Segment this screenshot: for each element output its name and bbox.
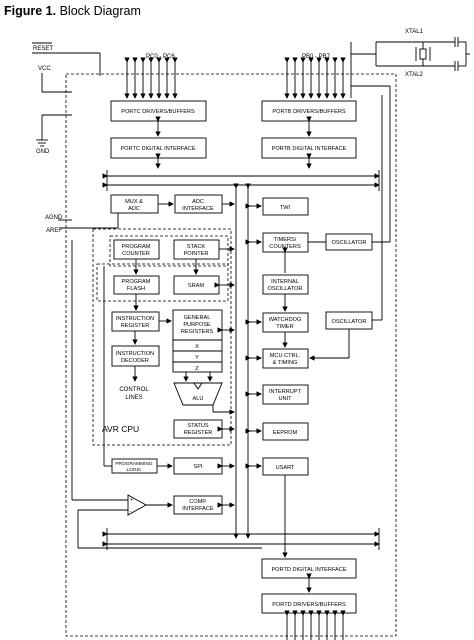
program-counter-block	[113, 239, 160, 260]
comparator-minus: -	[130, 509, 132, 515]
timers-label-1: TIMERS/	[274, 237, 297, 243]
timers-label-2: COUNTERS	[269, 244, 301, 250]
register-y-label: Y	[195, 355, 199, 361]
portc-drivers-label: PORTC DRIVERS/BUFFERS	[121, 109, 195, 115]
oscillator-1-label: OSCILLATOR	[332, 240, 367, 246]
gnd-pin-label: GND	[36, 149, 50, 155]
control-lines-label-1: CONTROL	[119, 387, 149, 393]
pc-sp-group	[109, 235, 229, 267]
sram-label: SRAM	[188, 283, 205, 289]
register-z-label: Z	[195, 366, 199, 372]
portd-pins	[284, 610, 346, 640]
gp-registers-label-1: GENERAL	[184, 315, 211, 321]
mcu-control-label-2: & TIMING	[273, 360, 298, 366]
aref-pin-label: AREF	[46, 228, 62, 234]
register-x-label: X	[195, 344, 199, 350]
adc-interface-label-2: INTERFACE	[182, 206, 214, 212]
xtal2-pin-label: XTAL2	[405, 72, 424, 78]
figure-title: Figure 1. Block Diagram	[4, 4, 141, 18]
instruction-decoder-label-2: DECODER	[121, 358, 149, 364]
agnd-pin-label: AGND	[45, 215, 63, 221]
vcc-pin-label: VCC	[38, 66, 51, 72]
program-flash-label-1: PROGRAM	[122, 279, 151, 285]
mcu-control-block	[262, 348, 309, 369]
instruction-register-label-2: REGISTER	[121, 323, 150, 329]
twi-label: TWI	[280, 205, 291, 211]
reset-pin-label: RESET	[33, 46, 53, 52]
eeprom-label: EEPROM	[273, 430, 298, 436]
twi-block	[262, 197, 309, 216]
figure-label: Figure 1.	[4, 4, 57, 18]
programming-logic-label-1: PROGRAMMING	[115, 461, 153, 467]
gp-registers-label-2: PURPOSE	[183, 322, 211, 328]
internal-osc-label-1: INTERNAL	[271, 279, 299, 285]
watchdog-timer-block	[262, 312, 309, 333]
status-register-label-1: STATUS	[187, 423, 209, 429]
portb-pins	[284, 57, 346, 99]
internal-osc-label-2: OSCILLATOR	[268, 286, 303, 292]
interrupt-unit-block	[262, 384, 309, 405]
stack-pointer-block	[173, 239, 220, 260]
interrupt-label-2: UNIT	[278, 396, 292, 402]
status-register-label-2: REGISTER	[184, 430, 213, 436]
programming-logic-label-2: LOGIC	[127, 467, 142, 473]
instruction-register-label-1: INSTRUCTION	[116, 316, 154, 322]
adc-interface-label-1: ADC	[192, 199, 204, 205]
portc-pins	[124, 57, 178, 99]
comparator-shape	[127, 494, 147, 516]
cpu-boundary	[92, 228, 232, 446]
spi-label: SPI	[193, 464, 202, 470]
control-lines-label-2: LINES	[125, 395, 142, 401]
portd-digital-label: PORTD DIGITAL INTERFACE	[271, 567, 346, 573]
avr-cpu-label: AVR CPU	[102, 424, 139, 434]
alu-label: ALU	[193, 396, 204, 402]
program-flash-label-2: FLASH	[127, 286, 145, 292]
portc-digital-label: PORTC DIGITAL INTERFACE	[120, 146, 195, 152]
program-counter-label-1: PROGRAM	[122, 244, 151, 250]
instruction-register-block	[111, 311, 160, 332]
portc-pin-label: PC0 - PC6	[146, 54, 175, 60]
usart-block	[262, 457, 309, 476]
mux-adc-label-1: MUX &	[125, 199, 143, 205]
eeprom-block	[262, 422, 309, 441]
mcu-control-label-1: MCU CTRL.	[270, 353, 301, 359]
portb-drivers-label: PORTB DRIVERS/BUFFERS	[272, 109, 346, 115]
figure-caption: Block Diagram	[59, 4, 141, 18]
stack-pointer-label-2: POINTER	[184, 251, 209, 257]
crystal-icon	[419, 48, 427, 60]
watchdog-label-1: WATCHDOG	[269, 317, 302, 323]
portb-digital-label: PORTB DIGITAL INTERFACE	[272, 146, 347, 152]
program-flash-block	[113, 275, 160, 295]
mux-adc-label-2: ADC	[128, 206, 140, 212]
flash-sram-group	[96, 263, 229, 302]
instruction-decoder-label-1: INSTRUCTION	[116, 351, 154, 357]
program-counter-label-2: COUNTER	[122, 251, 150, 257]
watchdog-label-2: TIMER	[276, 324, 293, 330]
oscillator-2-label: OSCILLATOR	[332, 319, 367, 325]
internal-oscillator-block	[262, 274, 309, 295]
chip-boundary	[65, 73, 397, 637]
portd-drivers-label: PORTD DRIVERS/BUFFERS	[272, 602, 346, 608]
portb-pin-label: PB0 - PB7	[302, 54, 331, 60]
xtal1-pin-label: XTAL1	[405, 29, 424, 35]
usart-label: USART	[276, 465, 295, 471]
instruction-decoder-block	[111, 345, 160, 367]
interrupt-label-1: INTERRUPT	[269, 389, 302, 395]
comp-interface-label-2: INTERFACE	[182, 506, 214, 512]
gp-registers-label-3: REGISTERS	[181, 329, 214, 335]
stack-pointer-label-1: STACK	[187, 244, 206, 250]
comparator-plus: +	[130, 497, 133, 503]
comp-interface-label-1: COMP.	[189, 499, 207, 505]
